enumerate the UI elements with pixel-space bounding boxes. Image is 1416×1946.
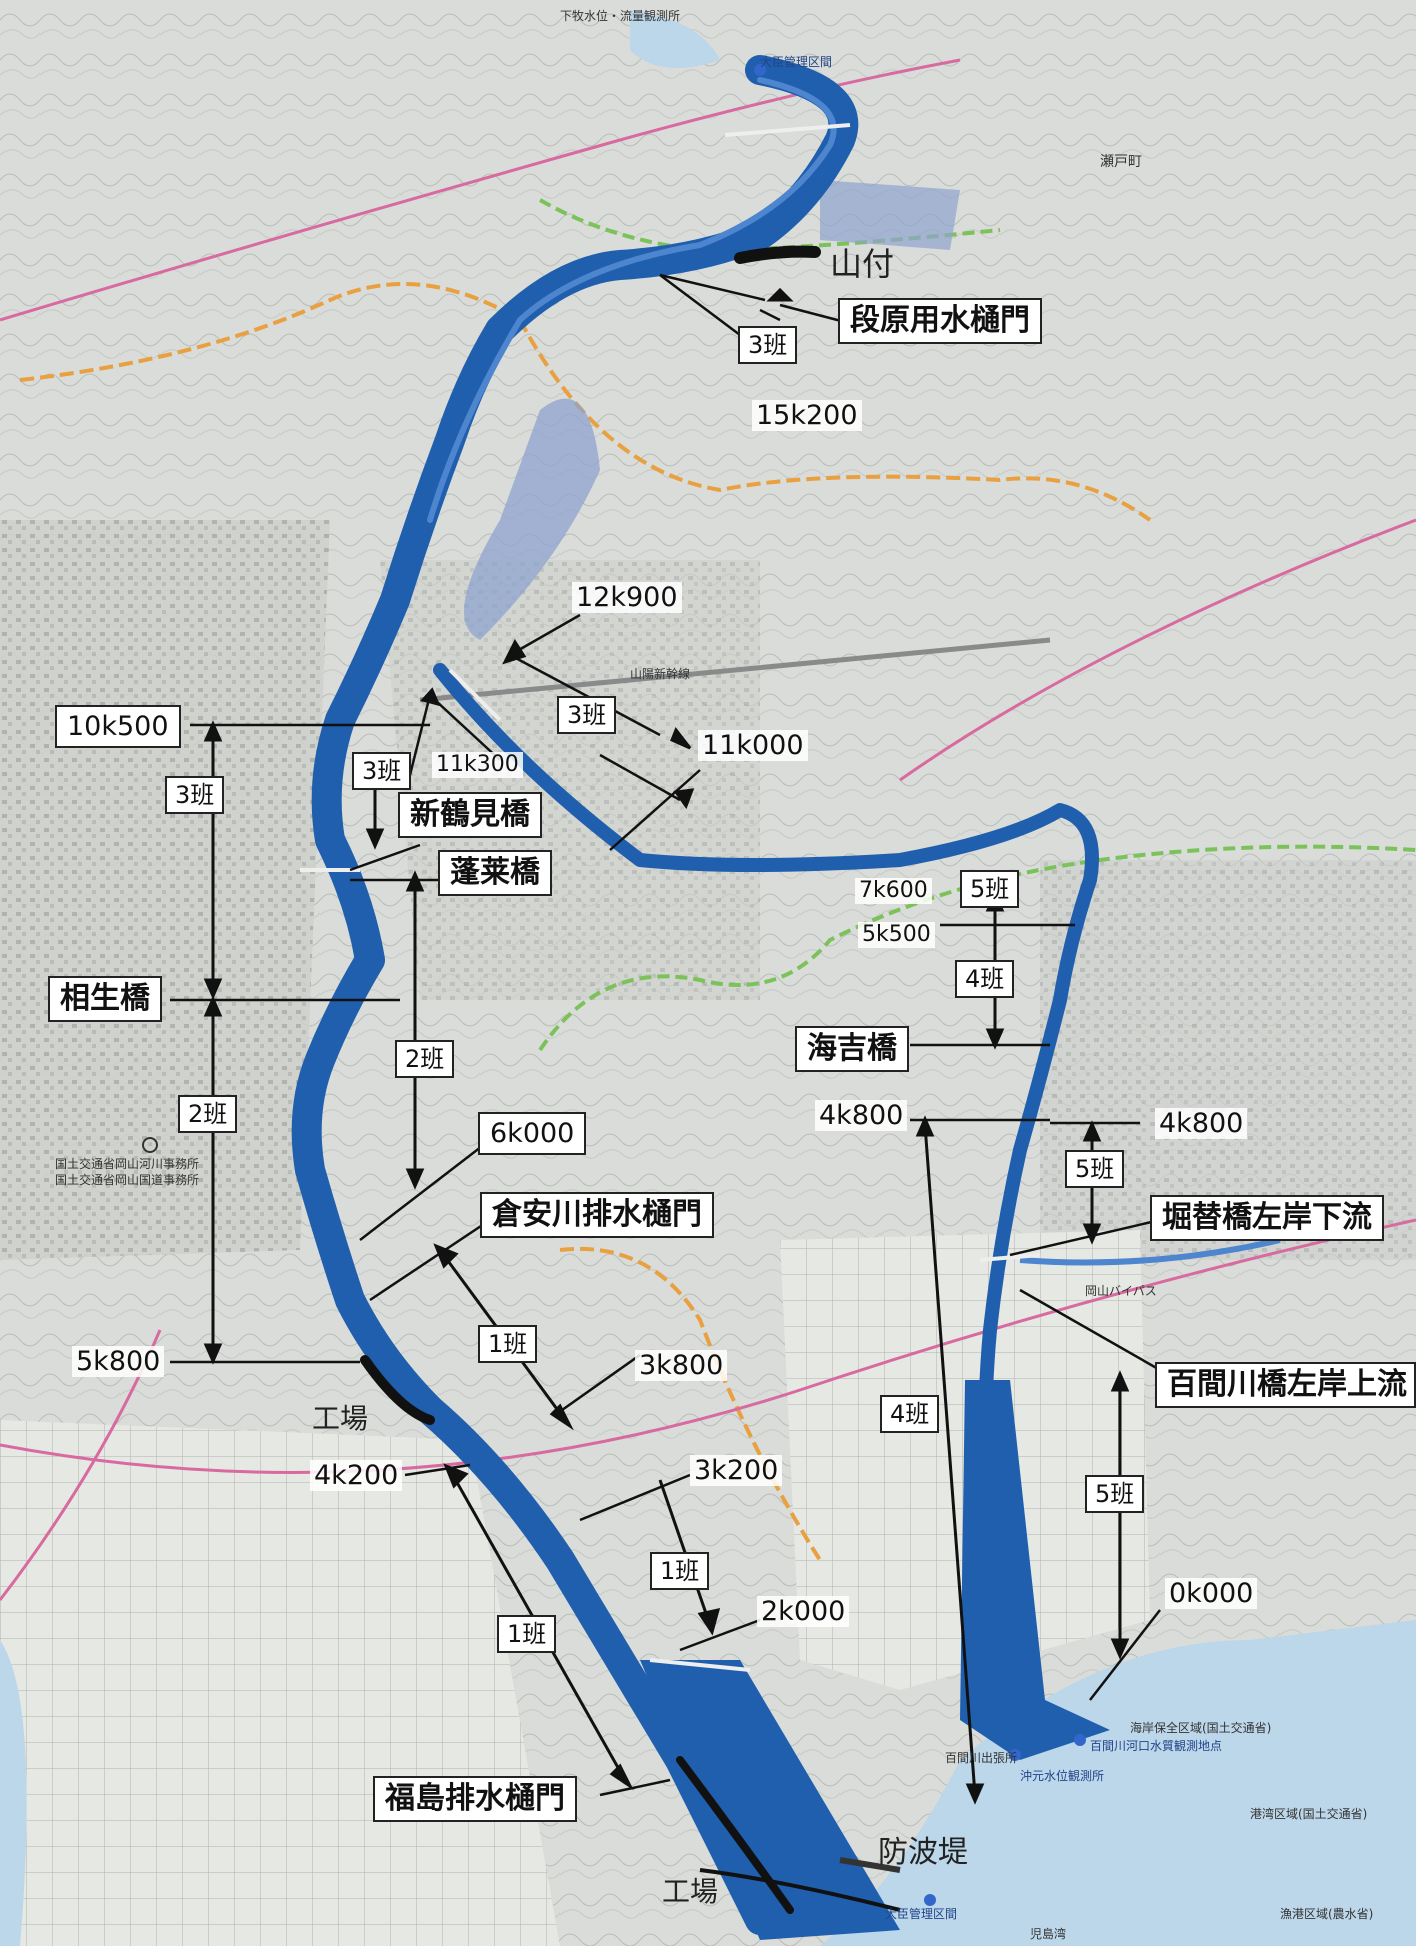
km-label-5k500: 5k500 <box>858 922 935 948</box>
label-horikae-bridge: 堀替橋左岸下流 <box>1150 1195 1384 1241</box>
km-label-11k000: 11k000 <box>698 730 808 761</box>
team-label-3-small: 3班 <box>352 752 412 790</box>
west-water <box>0 1640 27 1946</box>
map-note-bypass: 岡山バイパス <box>1085 1284 1157 1298</box>
team-label-1-middle: 1班 <box>650 1552 710 1590</box>
label-hyakkengawa-bridge: 百間川橋左岸上流 <box>1155 1362 1416 1408</box>
map-note-seto: 瀬戸町 <box>1100 154 1142 170</box>
label-factory-lower: 工場 <box>662 1875 719 1908</box>
bridge-5 <box>649 1658 751 1672</box>
km-label-3k800: 3k800 <box>635 1350 728 1381</box>
team-label-4-upper: 4班 <box>955 960 1015 998</box>
marker-city <box>142 1137 158 1153</box>
km-label-11k300: 11k300 <box>432 752 523 778</box>
label-yamamura: 山付 <box>830 245 895 283</box>
dike-kojo-lower <box>676 1756 794 1914</box>
urban-area-east <box>1040 860 1416 1260</box>
hyakken-river-branch <box>1019 1237 1281 1266</box>
bridge-4 <box>979 1253 1041 1262</box>
asahi-river-estuary <box>640 1660 900 1940</box>
marker-office-top <box>754 64 766 76</box>
label-dambara-gate: 段原用水樋門 <box>838 298 1042 344</box>
km-label-15k200: 15k200 <box>752 400 862 431</box>
lake-top <box>630 10 720 68</box>
bridge-1 <box>724 123 851 137</box>
sea-area <box>820 1620 1416 1946</box>
team-label-1-lower: 1班 <box>497 1615 557 1653</box>
km-label-4k200: 4k200 <box>310 1460 403 1491</box>
map-note-coast: 海岸保全区域(国土交通省) <box>1130 1721 1272 1735</box>
map-note-office-bottom: 大臣管理区間 <box>885 1907 958 1921</box>
marker-office-bottom <box>924 1894 936 1906</box>
km-label-6k000: 6k000 <box>478 1112 587 1155</box>
team-label-2-center: 2班 <box>395 1040 455 1078</box>
boundary-orange <box>19 282 1152 522</box>
map-note-kojima-bay: 児島湾 <box>1030 1927 1067 1941</box>
asahi-river <box>291 55 859 1935</box>
label-fukushima-gate: 福島排水樋門 <box>373 1776 577 1822</box>
label-horai-bridge: 蓬莱橋 <box>438 850 552 896</box>
team-label-5-right-lower: 5班 <box>1085 1475 1145 1513</box>
range-arrows <box>203 287 1130 1805</box>
paddy-area-southwest <box>0 1420 560 1946</box>
dike-yamamura <box>734 245 821 264</box>
map-note-kawaguchi: 百間川河口水質観測地点 <box>1090 1739 1223 1753</box>
railway-south <box>0 1218 1416 1474</box>
label-shintsurumi-bridge: 新鶴見橋 <box>398 792 542 838</box>
map-note-office-river: 国土交通省岡山河川事務所 <box>55 1157 200 1171</box>
team-label-1-upper: 1班 <box>478 1325 538 1363</box>
team-label-3-left: 3班 <box>165 776 225 814</box>
team-label-2-left: 2班 <box>178 1095 238 1133</box>
marker-okimoto <box>1009 1749 1021 1761</box>
map-note-port-2: 漁港区域(農水省) <box>1280 1907 1374 1921</box>
label-factory-upper: 工場 <box>312 1402 369 1435</box>
km-label-5k800: 5k800 <box>72 1346 165 1377</box>
map-note-office-road: 国土交通省岡山国道事務所 <box>55 1173 200 1187</box>
bridge-2 <box>448 668 502 722</box>
floodplain-top <box>820 180 960 250</box>
km-label-2k000: 2k000 <box>757 1596 850 1627</box>
km-label-12k900: 12k900 <box>572 582 682 613</box>
floodplain-upper <box>464 398 600 640</box>
railway-east <box>899 518 1416 782</box>
map-note-port-1: 港湾区域(国土交通省) <box>1250 1807 1368 1821</box>
label-kurayasu-gate: 倉安川排水樋門 <box>480 1192 714 1238</box>
map-note-office-top: 大臣管理区間 <box>760 55 833 69</box>
km-label-7k600: 7k600 <box>855 878 932 904</box>
map-note-sanyo-line: 山陽新幹線 <box>630 667 691 681</box>
label-breakwater: 防波堤 <box>878 1835 968 1870</box>
asahi-river-highlight <box>427 77 837 523</box>
boundary-orange-south <box>559 1246 822 1562</box>
team-label-5-right-upper: 5班 <box>1065 1150 1125 1188</box>
team-label-4-lower: 4班 <box>880 1395 940 1433</box>
label-aioi-bridge: 相生橋 <box>48 976 162 1022</box>
breakwater <box>839 1857 901 1873</box>
dike-kojo-upper <box>360 1355 435 1425</box>
km-label-0k000: 0k000 <box>1165 1578 1258 1609</box>
urban-area-central <box>380 560 760 1000</box>
leader-lines <box>170 273 1161 1797</box>
team-label-3-mid: 3班 <box>557 696 617 734</box>
map-note-okimoto: 沖元水位観測所 <box>1020 1769 1105 1783</box>
marker-kawaguchi <box>1074 1734 1086 1746</box>
urban-area-west <box>0 520 330 1260</box>
team-label-5-upper: 5班 <box>960 870 1020 908</box>
hyakken-river-lower <box>960 1380 1110 1760</box>
map-note-hyakken-office: 百間川出張所 <box>945 1751 1018 1765</box>
km-label-4k800-left: 4k800 <box>815 1100 908 1131</box>
km-label-3k200: 3k200 <box>690 1455 783 1486</box>
km-label-4k800-right: 4k800 <box>1155 1108 1248 1139</box>
km-label-10k500: 10k500 <box>55 705 181 748</box>
label-kaiyoshi-bridge: 海吉橋 <box>795 1026 909 1072</box>
sanyo-line <box>419 637 1051 703</box>
team-label-3-top: 3班 <box>738 326 798 364</box>
dike-asahi-right <box>699 1868 901 1912</box>
map-note-top-station: 下牧水位・流量観測所 <box>560 9 681 23</box>
